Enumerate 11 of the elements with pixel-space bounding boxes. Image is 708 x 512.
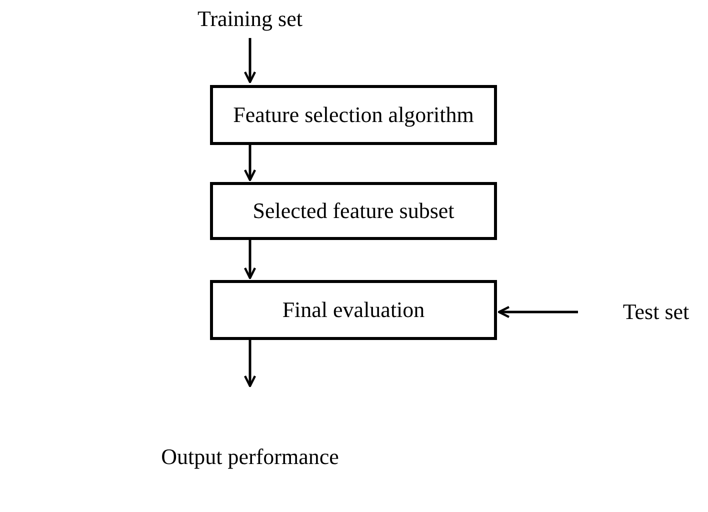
arrow	[244, 340, 256, 388]
text-label: Test set	[604, 295, 708, 329]
arrow	[498, 306, 578, 318]
text-label: Output performance	[160, 443, 340, 471]
process-box: Feature selection algorithm	[210, 85, 497, 145]
text-label: Training set	[160, 2, 340, 36]
arrow	[244, 145, 256, 182]
process-box: Selected feature subset	[210, 182, 497, 240]
arrow	[244, 38, 256, 84]
arrow	[244, 240, 256, 280]
process-box: Final evaluation	[210, 280, 497, 340]
